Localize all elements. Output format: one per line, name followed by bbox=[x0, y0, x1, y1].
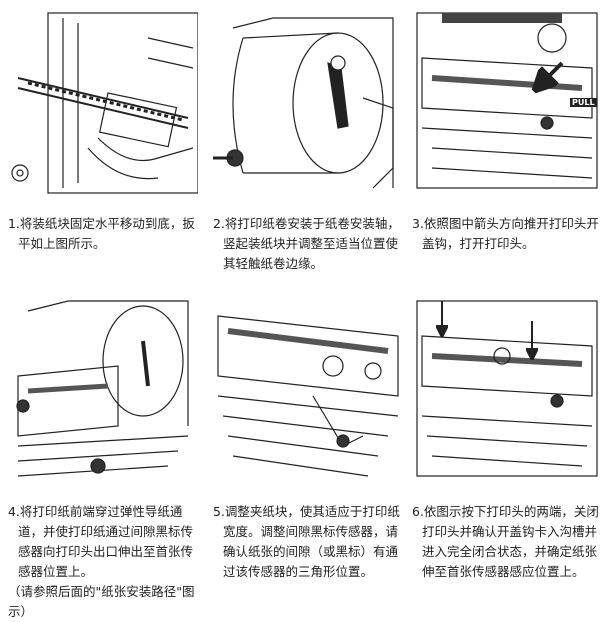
step-5-caption: 5.调整夹纸块，使其适应于打印纸宽度。调整间隙黑标传感器，请确认纸张的间隙（或黑… bbox=[213, 504, 400, 579]
step-1-illustration bbox=[8, 8, 198, 198]
step-3-caption: 3.依照图中箭头方向推开打印头开盖钩，打开打印头。 bbox=[412, 216, 599, 251]
step-2-illustration bbox=[213, 8, 403, 198]
step-4-note: （请参照后面的"纸张安装路径"图示） bbox=[8, 584, 195, 619]
step-6-caption: 6.依图示按下打印头的两端，关闭打印头并确认开盖钩卡入沟槽并进入完全闭合状态，并… bbox=[412, 504, 599, 579]
step-1-caption: 1.将装纸块固定水平移动到底，扳平如上图所示。 bbox=[8, 216, 195, 251]
step-4-illustration bbox=[8, 296, 198, 486]
step-5-illustration bbox=[213, 296, 403, 486]
step-6-illustration bbox=[412, 296, 602, 486]
pull-label: PULL bbox=[570, 98, 597, 107]
step-2-caption: 2.将打印纸卷安装于纸卷安装轴，竖起装纸块并调整至适当位置使其轻触纸卷边缘。 bbox=[213, 216, 400, 271]
step-3-illustration: PULL bbox=[412, 8, 602, 198]
step-4-caption: 4.将打印纸前端穿过弹性导纸通道，并使打印纸通过间隙黑标传感器向打印头出口伸出至… bbox=[8, 504, 194, 579]
